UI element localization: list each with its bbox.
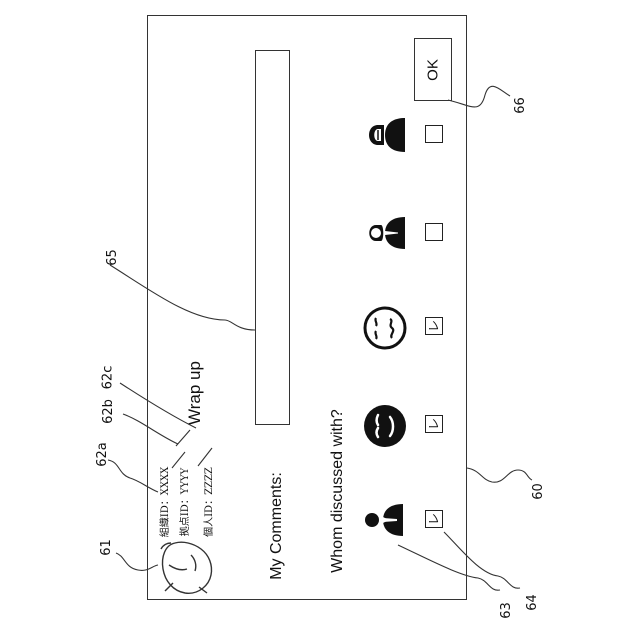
ref-66: 66	[513, 97, 528, 114]
leader-61	[116, 553, 158, 570]
leader-66	[448, 86, 510, 107]
ref-60: 60	[531, 483, 546, 500]
ref-63: 63	[499, 602, 514, 619]
leader-63	[398, 545, 500, 590]
ref-62c: 62c	[100, 366, 115, 390]
tick-title	[176, 430, 190, 446]
ref-61: 61	[99, 539, 114, 556]
leader-62c	[120, 383, 196, 428]
tick-62b	[172, 452, 185, 468]
leader-62a	[108, 460, 158, 492]
tick-62c	[198, 448, 212, 466]
ref-62a: 62a	[95, 442, 110, 467]
leader-62b	[123, 414, 178, 444]
ref-65: 65	[105, 249, 120, 266]
ref-62b: 62b	[101, 399, 116, 424]
leader-65	[110, 265, 255, 330]
leader-60	[467, 468, 532, 482]
ref-64: 64	[525, 594, 540, 611]
